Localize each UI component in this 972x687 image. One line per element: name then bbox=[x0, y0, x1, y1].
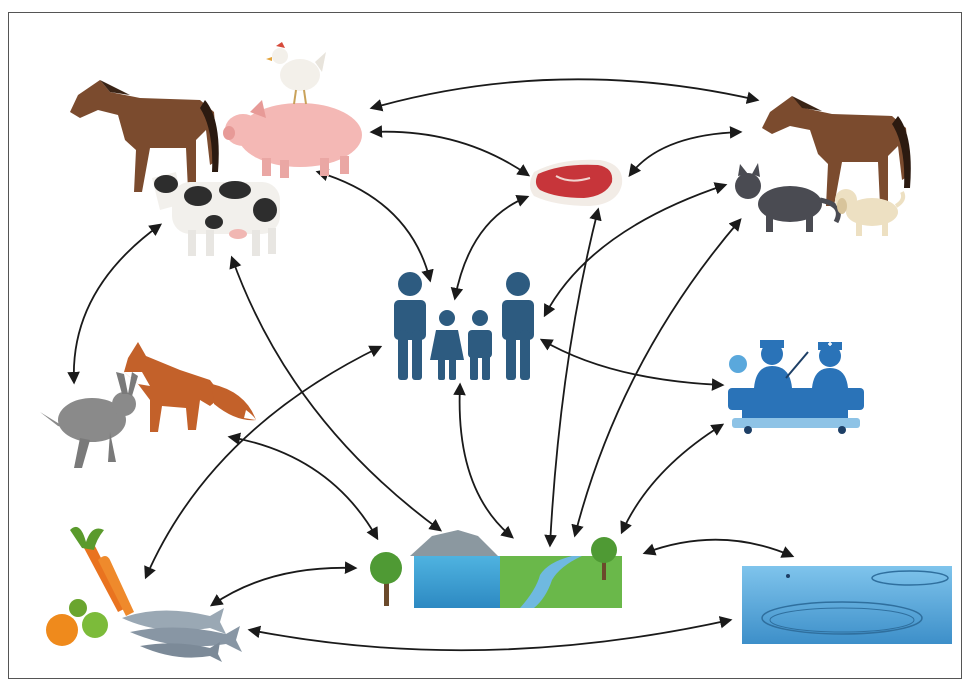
nurse-icon bbox=[812, 342, 848, 388]
arrow-environment-water bbox=[642, 538, 795, 558]
companion-animals-icon bbox=[735, 96, 911, 236]
arrow-food-water bbox=[247, 616, 733, 652]
connection-arrows bbox=[67, 78, 795, 652]
orange-icon bbox=[46, 614, 78, 646]
dog-icon bbox=[835, 189, 906, 236]
hare-icon bbox=[40, 372, 138, 468]
arrow-humans-environment bbox=[453, 382, 514, 539]
cow-icon bbox=[152, 172, 280, 256]
tree-icon bbox=[370, 552, 402, 606]
arrow-meat-humans bbox=[450, 194, 530, 301]
arrow-livestock-meat bbox=[369, 125, 531, 177]
boy-icon bbox=[468, 310, 492, 380]
horse-icon bbox=[762, 96, 911, 206]
cat-icon bbox=[735, 163, 841, 232]
chicken-icon bbox=[266, 42, 326, 105]
wildlife-icon bbox=[40, 342, 256, 468]
fox-icon bbox=[124, 342, 256, 432]
healthcare-icon bbox=[728, 340, 864, 434]
arrow-humans-healthcare bbox=[539, 338, 725, 391]
tree-icon bbox=[591, 537, 617, 580]
arrow-companion-environment bbox=[571, 218, 742, 538]
lake-icon bbox=[414, 556, 500, 608]
arrow-food-environment bbox=[209, 561, 358, 607]
arrow-meat-environment bbox=[544, 207, 602, 548]
arrow-healthcare-environment bbox=[620, 423, 725, 535]
meat-icon bbox=[530, 159, 623, 206]
arrow-humans-food bbox=[144, 345, 383, 580]
adult-man-icon bbox=[394, 272, 426, 380]
horse-icon bbox=[70, 80, 219, 192]
adult-woman-icon bbox=[502, 272, 534, 380]
arrow-livestock-wildlife bbox=[67, 223, 163, 385]
arrow-wildlife-environment bbox=[227, 432, 379, 541]
arrow-livestock-humans bbox=[315, 168, 434, 283]
food-icon bbox=[46, 526, 242, 662]
arrow-companion-meat bbox=[628, 126, 743, 178]
human-family-icon bbox=[394, 272, 534, 380]
fish-icon bbox=[122, 608, 242, 662]
environment-icon bbox=[370, 530, 622, 608]
carrot-icon bbox=[70, 526, 134, 616]
mountain-icon bbox=[410, 530, 498, 556]
apple-icon bbox=[69, 599, 108, 638]
girl-icon bbox=[430, 310, 464, 380]
arrow-livestock-environment bbox=[229, 255, 443, 532]
livestock-icon bbox=[70, 42, 362, 256]
doctor-icon bbox=[754, 340, 809, 388]
grassland-icon bbox=[500, 556, 622, 608]
water-icon bbox=[742, 566, 952, 644]
arrow-livestock-companion bbox=[369, 78, 760, 112]
pig-icon bbox=[223, 100, 362, 178]
